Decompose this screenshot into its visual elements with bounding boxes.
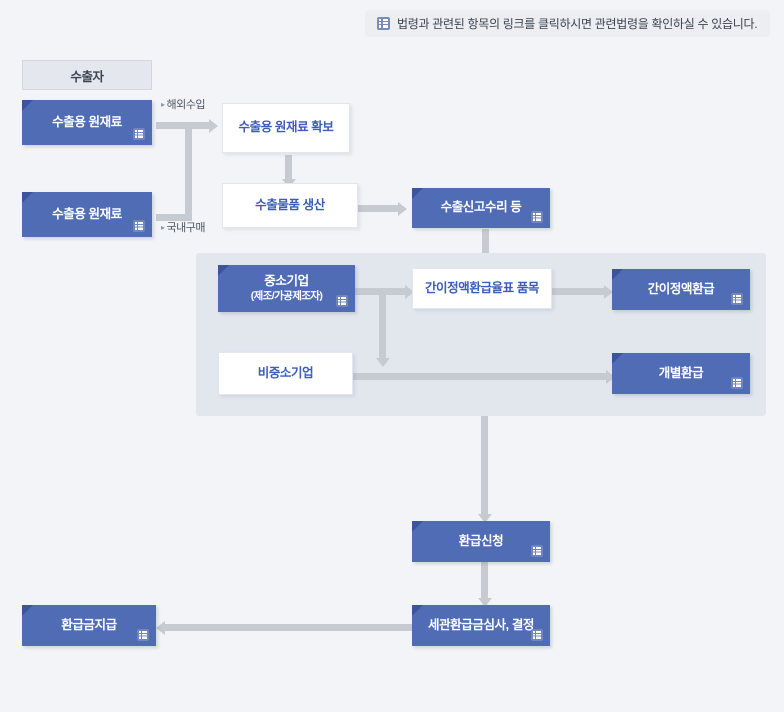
node-non-sme[interactable]: 비중소기업 bbox=[218, 352, 353, 395]
arrowhead-sme-to-ratetable bbox=[405, 284, 414, 299]
law-link-icon[interactable] bbox=[531, 629, 543, 641]
node-label: 중소기업 bbox=[264, 273, 309, 288]
arrowhead-panel-to-application bbox=[477, 514, 492, 523]
exporter-group-header: 수출자 bbox=[22, 60, 152, 90]
arrowhead-sme-split-down bbox=[375, 358, 390, 367]
connector-declaration-to-panel bbox=[482, 229, 489, 253]
connector-panel-to-application bbox=[481, 416, 488, 516]
law-link-icon[interactable] bbox=[137, 629, 149, 641]
node-export-declaration[interactable]: 수출신고수리 등 bbox=[412, 188, 550, 228]
arrowhead-review-to-payment bbox=[156, 620, 165, 635]
node-label: 환급신청 bbox=[458, 533, 504, 548]
list-table-icon bbox=[377, 17, 390, 30]
node-sme[interactable]: 중소기업 (제조/가공제조자) bbox=[218, 265, 355, 312]
node-individual-refund[interactable]: 개별환급 bbox=[612, 353, 750, 394]
law-link-icon[interactable] bbox=[731, 293, 743, 305]
connector-sme-split-down bbox=[379, 288, 386, 360]
node-label: 수출용 원재료 확보 bbox=[238, 120, 334, 135]
node-raw-material-domestic[interactable]: 수출용 원재료 bbox=[22, 192, 152, 237]
node-raw-material-import[interactable]: 수출용 원재료 bbox=[22, 100, 152, 145]
node-label: 수출용 원재료 bbox=[52, 114, 122, 129]
law-link-icon[interactable] bbox=[133, 220, 145, 232]
arrowhead-ratetable-to-simplified bbox=[604, 284, 613, 299]
notice-bar: 법령과 관련된 항목의 링크를 클릭하시면 관련법령을 확인하실 수 있습니다. bbox=[365, 10, 770, 37]
node-label: 수출물품 생산 bbox=[255, 197, 325, 212]
node-simplified-rate-table[interactable]: 간이정액환급율표 품목 bbox=[412, 268, 552, 309]
arrowhead-merge-to-secure bbox=[209, 118, 218, 133]
node-label: 개별환급 bbox=[658, 365, 704, 380]
node-simplified-refund[interactable]: 간이정액환급 bbox=[612, 269, 750, 310]
arrowhead-application-to-review bbox=[477, 598, 492, 607]
connector-nonsme-to-individual bbox=[353, 373, 609, 380]
law-link-icon[interactable] bbox=[531, 211, 543, 223]
edge-label-overseas-import: ▸해외수입 bbox=[161, 99, 206, 111]
law-link-icon[interactable] bbox=[531, 545, 543, 557]
connector-merge-trunk bbox=[185, 122, 192, 221]
node-secure-raw-material[interactable]: 수출용 원재료 확보 bbox=[222, 103, 350, 153]
connector-domestic-to-merge bbox=[156, 214, 192, 221]
node-label: 간이정액환급율표 품목 bbox=[424, 280, 540, 295]
node-sublabel: (제조/가공제조자) bbox=[250, 290, 323, 303]
connector-review-to-payment bbox=[165, 624, 413, 631]
node-customs-review[interactable]: 세관환급금심사, 결정 bbox=[412, 605, 550, 646]
node-label: 세관환급금심사, 결정 bbox=[427, 617, 535, 632]
law-link-icon[interactable] bbox=[731, 377, 743, 389]
node-produce-export-goods[interactable]: 수출물품 생산 bbox=[222, 183, 358, 228]
bullet-icon: ▸ bbox=[161, 223, 165, 232]
node-refund-application[interactable]: 환급신청 bbox=[412, 521, 550, 562]
arrowhead-produce-to-declaration bbox=[398, 201, 407, 216]
node-label: 비중소기업 bbox=[257, 365, 314, 380]
connector-import-to-merge bbox=[156, 122, 192, 129]
connector-produce-to-declaration bbox=[358, 205, 400, 212]
connector-merge-to-secure bbox=[185, 122, 211, 129]
node-label: 간이정액환급 bbox=[647, 281, 715, 296]
connector-secure-to-produce bbox=[285, 155, 292, 181]
connector-ratetable-to-simplified bbox=[552, 288, 606, 295]
edge-label-domestic-purchase: ▸국내구매 bbox=[161, 222, 206, 234]
law-link-icon[interactable] bbox=[133, 128, 145, 140]
connector-application-to-review bbox=[481, 562, 488, 600]
law-link-icon[interactable] bbox=[336, 295, 348, 307]
node-label: 환급금지급 bbox=[61, 617, 117, 632]
node-label: 수출신고수리 등 bbox=[440, 200, 522, 215]
node-refund-payment[interactable]: 환급금지급 bbox=[22, 605, 156, 646]
arrowhead-nonsme-to-individual bbox=[606, 369, 615, 384]
notice-text: 법령과 관련된 항목의 링크를 클릭하시면 관련법령을 확인하실 수 있습니다. bbox=[397, 17, 758, 31]
node-label: 수출용 원재료 bbox=[52, 206, 122, 221]
exporter-group-label: 수출자 bbox=[70, 69, 104, 84]
bullet-icon: ▸ bbox=[161, 100, 165, 109]
